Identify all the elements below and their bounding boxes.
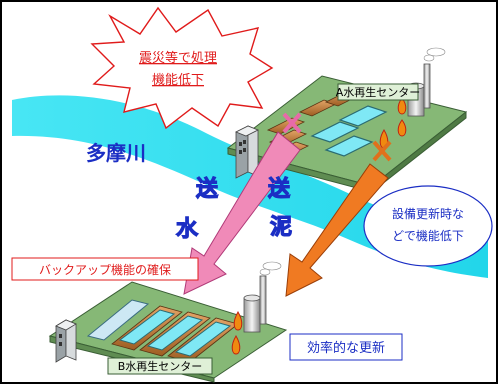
facility-a-pools bbox=[310, 105, 388, 157]
failure-x-mark-1 bbox=[282, 112, 302, 134]
arrow-sludge-transfer bbox=[285, 163, 389, 297]
facility-b-label: B水再生センター bbox=[118, 359, 203, 373]
backup-note: バックアップ機能の確保 bbox=[39, 262, 171, 277]
efficient-note: 効率的な更新 bbox=[307, 340, 385, 356]
maintenance-note-line-2: どで機能低下 bbox=[392, 228, 464, 243]
arrow-water-transfer bbox=[183, 131, 301, 295]
failure-x-mark-2 bbox=[372, 140, 392, 162]
facility-a-flame-1 bbox=[397, 97, 407, 115]
arrow-sludge-char-1: 送 bbox=[268, 176, 290, 202]
disaster-burst bbox=[90, 6, 274, 130]
facility-b: B水再生センター bbox=[48, 261, 288, 383]
arrow-sludge-char-2: 泥 bbox=[270, 215, 292, 240]
facility-b-building bbox=[55, 319, 77, 363]
facility-b-flame-2 bbox=[231, 335, 241, 355]
efficient-note-box bbox=[289, 333, 403, 361]
arrow-water-char-2: 水 bbox=[176, 217, 199, 242]
facility-a-flame-2 bbox=[397, 119, 407, 137]
maintenance-note-bubble bbox=[363, 185, 493, 267]
facility-a-building bbox=[235, 125, 259, 179]
facility-a-label: A水再生センター bbox=[336, 85, 421, 99]
facility-b-long-pool bbox=[86, 299, 150, 341]
facility-b-label-box bbox=[107, 357, 213, 375]
burst-line-1: 震災等で処理 bbox=[139, 50, 217, 66]
backup-note-box bbox=[11, 257, 199, 281]
arrow-water-char-1: 送 bbox=[196, 176, 218, 202]
facility-a-label-box bbox=[337, 83, 419, 101]
facility-b-digesters bbox=[243, 261, 282, 333]
maintenance-note-line-1: 設備更新時な bbox=[392, 206, 464, 221]
burst-line-2: 機能低下 bbox=[152, 73, 204, 88]
river-label: 多摩川 bbox=[86, 141, 146, 165]
facility-b-flame-1 bbox=[233, 311, 243, 331]
facility-b-tanks bbox=[111, 305, 239, 363]
